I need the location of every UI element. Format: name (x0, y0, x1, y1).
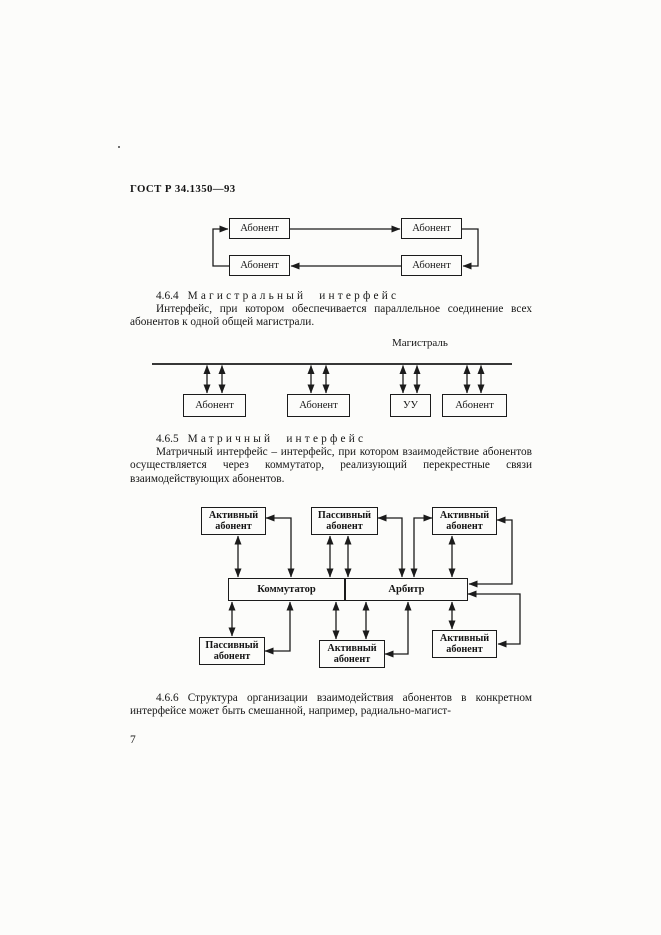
matrix-box-active-bottom-center: Активный абонент (319, 640, 385, 668)
bus-box-abonent-3: Абонент (442, 394, 507, 417)
section-number: 4.6.4 (156, 290, 179, 302)
matrix-box-label: Коммутатор (257, 583, 316, 595)
matrix-box-passive-top-center: Пассивный абонент (311, 507, 378, 535)
bus-box-label: Абонент (299, 399, 338, 411)
scan-speck (118, 146, 120, 148)
ring-box-abonent-top-left: Абонент (229, 218, 290, 239)
bus-box-control-unit: УУ (390, 394, 431, 417)
ring-box-label: Абонент (412, 259, 451, 271)
ring-box-abonent-top-right: Абонент (401, 218, 462, 239)
ring-box-label: Абонент (412, 222, 451, 234)
matrix-box-arbiter: Арбитр (345, 578, 468, 601)
section-heading-465: 4.6.5 Матричный интерфейс (156, 433, 366, 445)
matrix-box-label: Активный абонент (439, 509, 490, 532)
bus-box-label: Абонент (195, 399, 234, 411)
bus-box-abonent-1: Абонент (183, 394, 246, 417)
matrix-box-active-top-right: Активный абонент (432, 507, 497, 535)
matrix-box-label: Активный абонент (208, 509, 259, 532)
matrix-box-label: Активный абонент (439, 632, 490, 655)
section-title: Магистральный интерфейс (187, 290, 400, 302)
ring-box-abonent-bottom-right: Абонент (401, 255, 462, 276)
section-body-465: Матричный интерфейс – интерфейс, при кот… (130, 446, 532, 485)
matrix-box-label: Пассивный абонент (317, 509, 372, 532)
ring-box-label: Абонент (240, 259, 279, 271)
matrix-box-active-top-left: Активный абонент (201, 507, 266, 535)
matrix-box-switch: Коммутатор (228, 578, 345, 601)
bus-box-label: Абонент (455, 399, 494, 411)
section-number: 4.6.5 (156, 433, 179, 445)
matrix-box-passive-bottom-left: Пассивный абонент (199, 637, 265, 665)
section-heading-464: 4.6.4 Магистральный интерфейс (156, 290, 399, 302)
doc-number: ГОСТ Р 34.1350—93 (130, 183, 236, 195)
page-number: 7 (130, 734, 136, 746)
section-title: Матричный интерфейс (187, 433, 367, 445)
section-body-466: 4.6.6 Структура организации взаимодейств… (130, 692, 532, 718)
bus-box-label: УУ (402, 399, 418, 411)
section-body-464: Интерфейс, при котором обеспечивается па… (130, 303, 532, 329)
ring-box-abonent-bottom-left: Абонент (229, 255, 290, 276)
matrix-box-label: Активный абонент (327, 642, 377, 665)
matrix-box-active-bottom-right: Активный абонент (432, 630, 497, 658)
matrix-box-label: Арбитр (388, 583, 425, 595)
matrix-box-label: Пассивный абонент (205, 639, 259, 662)
ring-box-label: Абонент (240, 222, 279, 234)
bus-box-abonent-2: Абонент (287, 394, 350, 417)
bus-label: Магистраль (392, 337, 448, 349)
